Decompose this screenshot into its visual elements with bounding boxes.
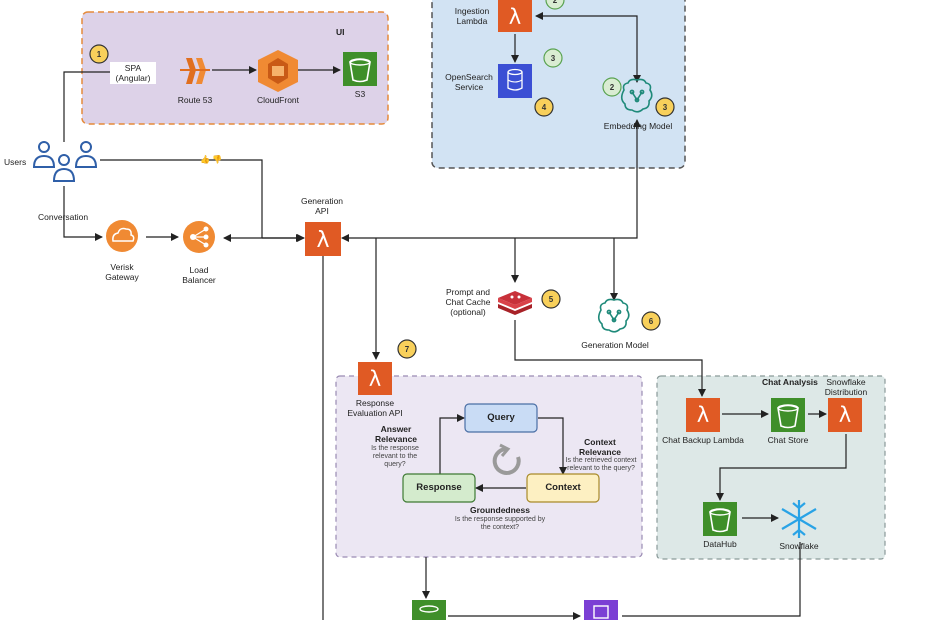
route53-icon bbox=[180, 58, 210, 84]
svg-text:λ: λ bbox=[369, 367, 381, 391]
ingestion-to-embedding-arrow bbox=[535, 12, 641, 83]
response-label: Response bbox=[416, 482, 462, 493]
users-to-spa-line bbox=[63, 71, 110, 142]
step-badge-2: 2 bbox=[545, 0, 565, 10]
ingestion-lambda-label: Ingestion Lambda bbox=[454, 6, 490, 26]
response-box bbox=[402, 473, 476, 503]
step-badge-number: 7 bbox=[405, 345, 410, 354]
bottom-service-icon bbox=[584, 600, 618, 620]
load-balancer-label: Load Balancer bbox=[182, 265, 216, 285]
generation-to-embedding-arrow bbox=[341, 119, 641, 242]
context-label: Context bbox=[545, 482, 581, 493]
generation-api-lambda-icon: λ bbox=[305, 222, 341, 256]
users-label: Users bbox=[4, 157, 27, 167]
response-eval-label: Response Evaluation API bbox=[347, 398, 403, 418]
answer-relevance-title: Answer Relevance bbox=[374, 424, 418, 444]
step-badge-number: 6 bbox=[649, 317, 654, 326]
context-relevance-title: Context Relevance bbox=[578, 437, 622, 457]
chat-backup-lambda-label: Chat Backup Lambda bbox=[662, 435, 744, 445]
svg-text:λ: λ bbox=[316, 228, 329, 253]
step-badge-2: 2 bbox=[602, 77, 622, 97]
spa-box bbox=[110, 62, 156, 84]
step-badge-number: 5 bbox=[549, 295, 554, 304]
chat-backup-lambda-icon: λ bbox=[686, 398, 720, 432]
svg-text:λ: λ bbox=[839, 403, 851, 427]
s3-icon bbox=[343, 52, 377, 86]
context-box bbox=[526, 473, 600, 503]
verisk-gateway-icon bbox=[106, 220, 138, 252]
feedback-icons[interactable]: 👍 👎 bbox=[200, 155, 223, 164]
snowflake-distribution-lambda-icon: λ bbox=[828, 398, 862, 432]
snowflake-label: Snowflake bbox=[779, 541, 819, 551]
query-box bbox=[464, 403, 538, 433]
chat-analysis-title: Chat Analysis bbox=[762, 377, 818, 387]
step-badge-6: 6 bbox=[641, 311, 661, 331]
step-badge-number: 2 bbox=[610, 83, 615, 92]
refresh-cycle-icon bbox=[492, 443, 521, 475]
step-badge-number: 3 bbox=[663, 103, 668, 112]
step-badge-number: 4 bbox=[542, 103, 547, 112]
cache-icon bbox=[498, 291, 532, 315]
groundedness-desc: Is the response supported by the context… bbox=[454, 516, 546, 531]
verisk-gateway-label: Verisk Gateway bbox=[105, 262, 139, 282]
response-eval-lambda-icon: λ bbox=[358, 362, 392, 395]
cloudfront-icon bbox=[258, 50, 298, 92]
opensearch-icon bbox=[498, 64, 532, 98]
evaluation-group bbox=[335, 375, 643, 558]
context-relevance-desc: Is the retrieved context relevant to the… bbox=[565, 457, 637, 472]
conversation-label: Conversation bbox=[38, 212, 89, 222]
generation-api-label: Generation API bbox=[300, 196, 344, 216]
datahub-label: DataHub bbox=[703, 539, 737, 549]
embedding-model-brain-icon bbox=[620, 78, 653, 113]
step-badge-3: 3 bbox=[655, 97, 675, 117]
route53-label: Route 53 bbox=[177, 95, 213, 105]
step-badge-3: 3 bbox=[543, 48, 563, 68]
answer-relevance-desc: Is the response relevant to the query? bbox=[371, 445, 419, 468]
generation-model-brain-icon bbox=[597, 298, 630, 333]
generation-model-label: Generation Model bbox=[581, 340, 649, 350]
svg-text:λ: λ bbox=[697, 403, 709, 427]
distribution-to-datahub-arrow bbox=[716, 434, 847, 501]
cloudfront-label: CloudFront bbox=[256, 95, 300, 105]
snowflake-down-line bbox=[622, 542, 801, 617]
svg-text:λ: λ bbox=[509, 5, 521, 29]
snowflake-icon bbox=[781, 500, 817, 538]
cache-to-chat-backup-arrow bbox=[514, 320, 706, 397]
groundedness-title: Groundedness bbox=[470, 505, 530, 515]
query-label: Query bbox=[487, 412, 515, 423]
opensearch-label: OpenSearch Service bbox=[445, 72, 493, 92]
step-badge-1: 1 bbox=[89, 44, 109, 64]
step-badge-number: 2 bbox=[553, 0, 558, 5]
load-balancer-icon bbox=[183, 221, 215, 253]
users-icon bbox=[32, 141, 98, 182]
ui-group-title: UI bbox=[336, 27, 345, 37]
chat-store-s3-icon bbox=[771, 398, 805, 432]
step-badge-number: 3 bbox=[551, 54, 556, 63]
badges: 1 2 3 2 3 4 5 6 7 bbox=[89, 0, 675, 359]
ingestion-lambda-icon: λ bbox=[498, 0, 532, 32]
step-badge-4: 4 bbox=[534, 97, 554, 117]
snowflake-distribution-label: Snowflake Distribution bbox=[824, 377, 868, 397]
bottom-s3-icon bbox=[412, 600, 446, 620]
chat-store-label: Chat Store bbox=[767, 435, 809, 445]
query-to-context-arrow bbox=[538, 417, 567, 475]
step-badge-number: 1 bbox=[97, 50, 102, 59]
embedding-model-label: Embedding Model bbox=[603, 121, 673, 131]
s3-label: S3 bbox=[354, 89, 366, 99]
cache-label: Prompt and Chat Cache (optional) bbox=[445, 287, 491, 317]
users-feedback-line bbox=[100, 159, 263, 238]
spa-label: SPA (Angular) bbox=[115, 63, 151, 83]
datahub-s3-icon bbox=[703, 502, 737, 536]
users-to-gateway-line bbox=[63, 186, 103, 241]
ui-group bbox=[81, 11, 389, 125]
step-badge-5: 5 bbox=[541, 289, 561, 309]
step-badge-7: 7 bbox=[397, 339, 417, 359]
response-to-query-arrow bbox=[439, 414, 465, 474]
